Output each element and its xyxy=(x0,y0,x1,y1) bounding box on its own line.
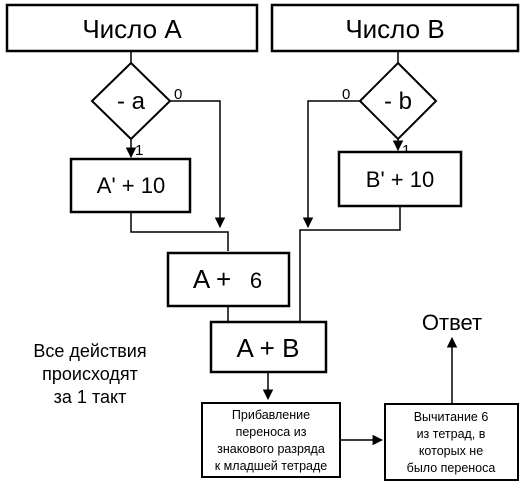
six-label: 6 xyxy=(250,268,262,293)
sign-a-branch-zero: 0 xyxy=(174,86,182,103)
note-line-2: происходят xyxy=(42,364,138,384)
sign-b-decision: - b 0 1 xyxy=(342,51,438,159)
sign-b-branch-one: 1 xyxy=(402,142,410,159)
a-plus-b-label: A + B xyxy=(237,333,300,363)
number-a-box: Число A xyxy=(5,3,259,53)
note-line-1: Все действия xyxy=(33,341,146,361)
a-complement-box: A' + 10 xyxy=(69,139,192,214)
subtract-line-3: которых не xyxy=(419,444,483,458)
a-plus-6-box: A + 6 xyxy=(166,251,291,308)
carry-line-1: Прибавление xyxy=(232,408,310,422)
timing-note: Все действия происходят за 1 такт xyxy=(33,341,146,407)
number-b-label: Число B xyxy=(345,14,444,44)
sign-a-decision: - a 0 1 xyxy=(90,51,182,159)
a-plus-label: A + xyxy=(193,264,231,294)
sign-a-label: - a xyxy=(117,88,146,115)
b-complement-label: B' + 10 xyxy=(366,167,434,192)
sign-b-branch-zero: 0 xyxy=(342,86,350,103)
carry-line-2: переноса из xyxy=(236,425,307,439)
sign-a-branch-one: 1 xyxy=(135,142,143,159)
a-plus-b-box: A + B xyxy=(209,320,328,374)
answer-label: Ответ xyxy=(422,310,482,335)
subtract-box: Вычитание 6 из тетрад, в которых не было… xyxy=(384,403,519,481)
sign-b-label: - b xyxy=(384,88,412,115)
b-complement-box: B' + 10 xyxy=(337,139,463,208)
carry-line-4: к младшей тетраде xyxy=(215,459,328,473)
note-line-3: за 1 такт xyxy=(54,387,127,407)
carry-line-3: знакового разряда xyxy=(217,442,325,456)
number-a-label: Число A xyxy=(82,14,182,44)
carry-box: Прибавление переноса из знакового разряд… xyxy=(201,402,341,478)
subtract-line-2: из тетрад, в xyxy=(417,427,486,441)
connectors xyxy=(130,100,458,446)
number-b-box: Число B xyxy=(270,3,520,53)
subtract-line-1: Вычитание 6 xyxy=(414,410,489,424)
subtract-line-4: было переноса xyxy=(407,461,496,475)
a-complement-label: A' + 10 xyxy=(97,173,165,198)
